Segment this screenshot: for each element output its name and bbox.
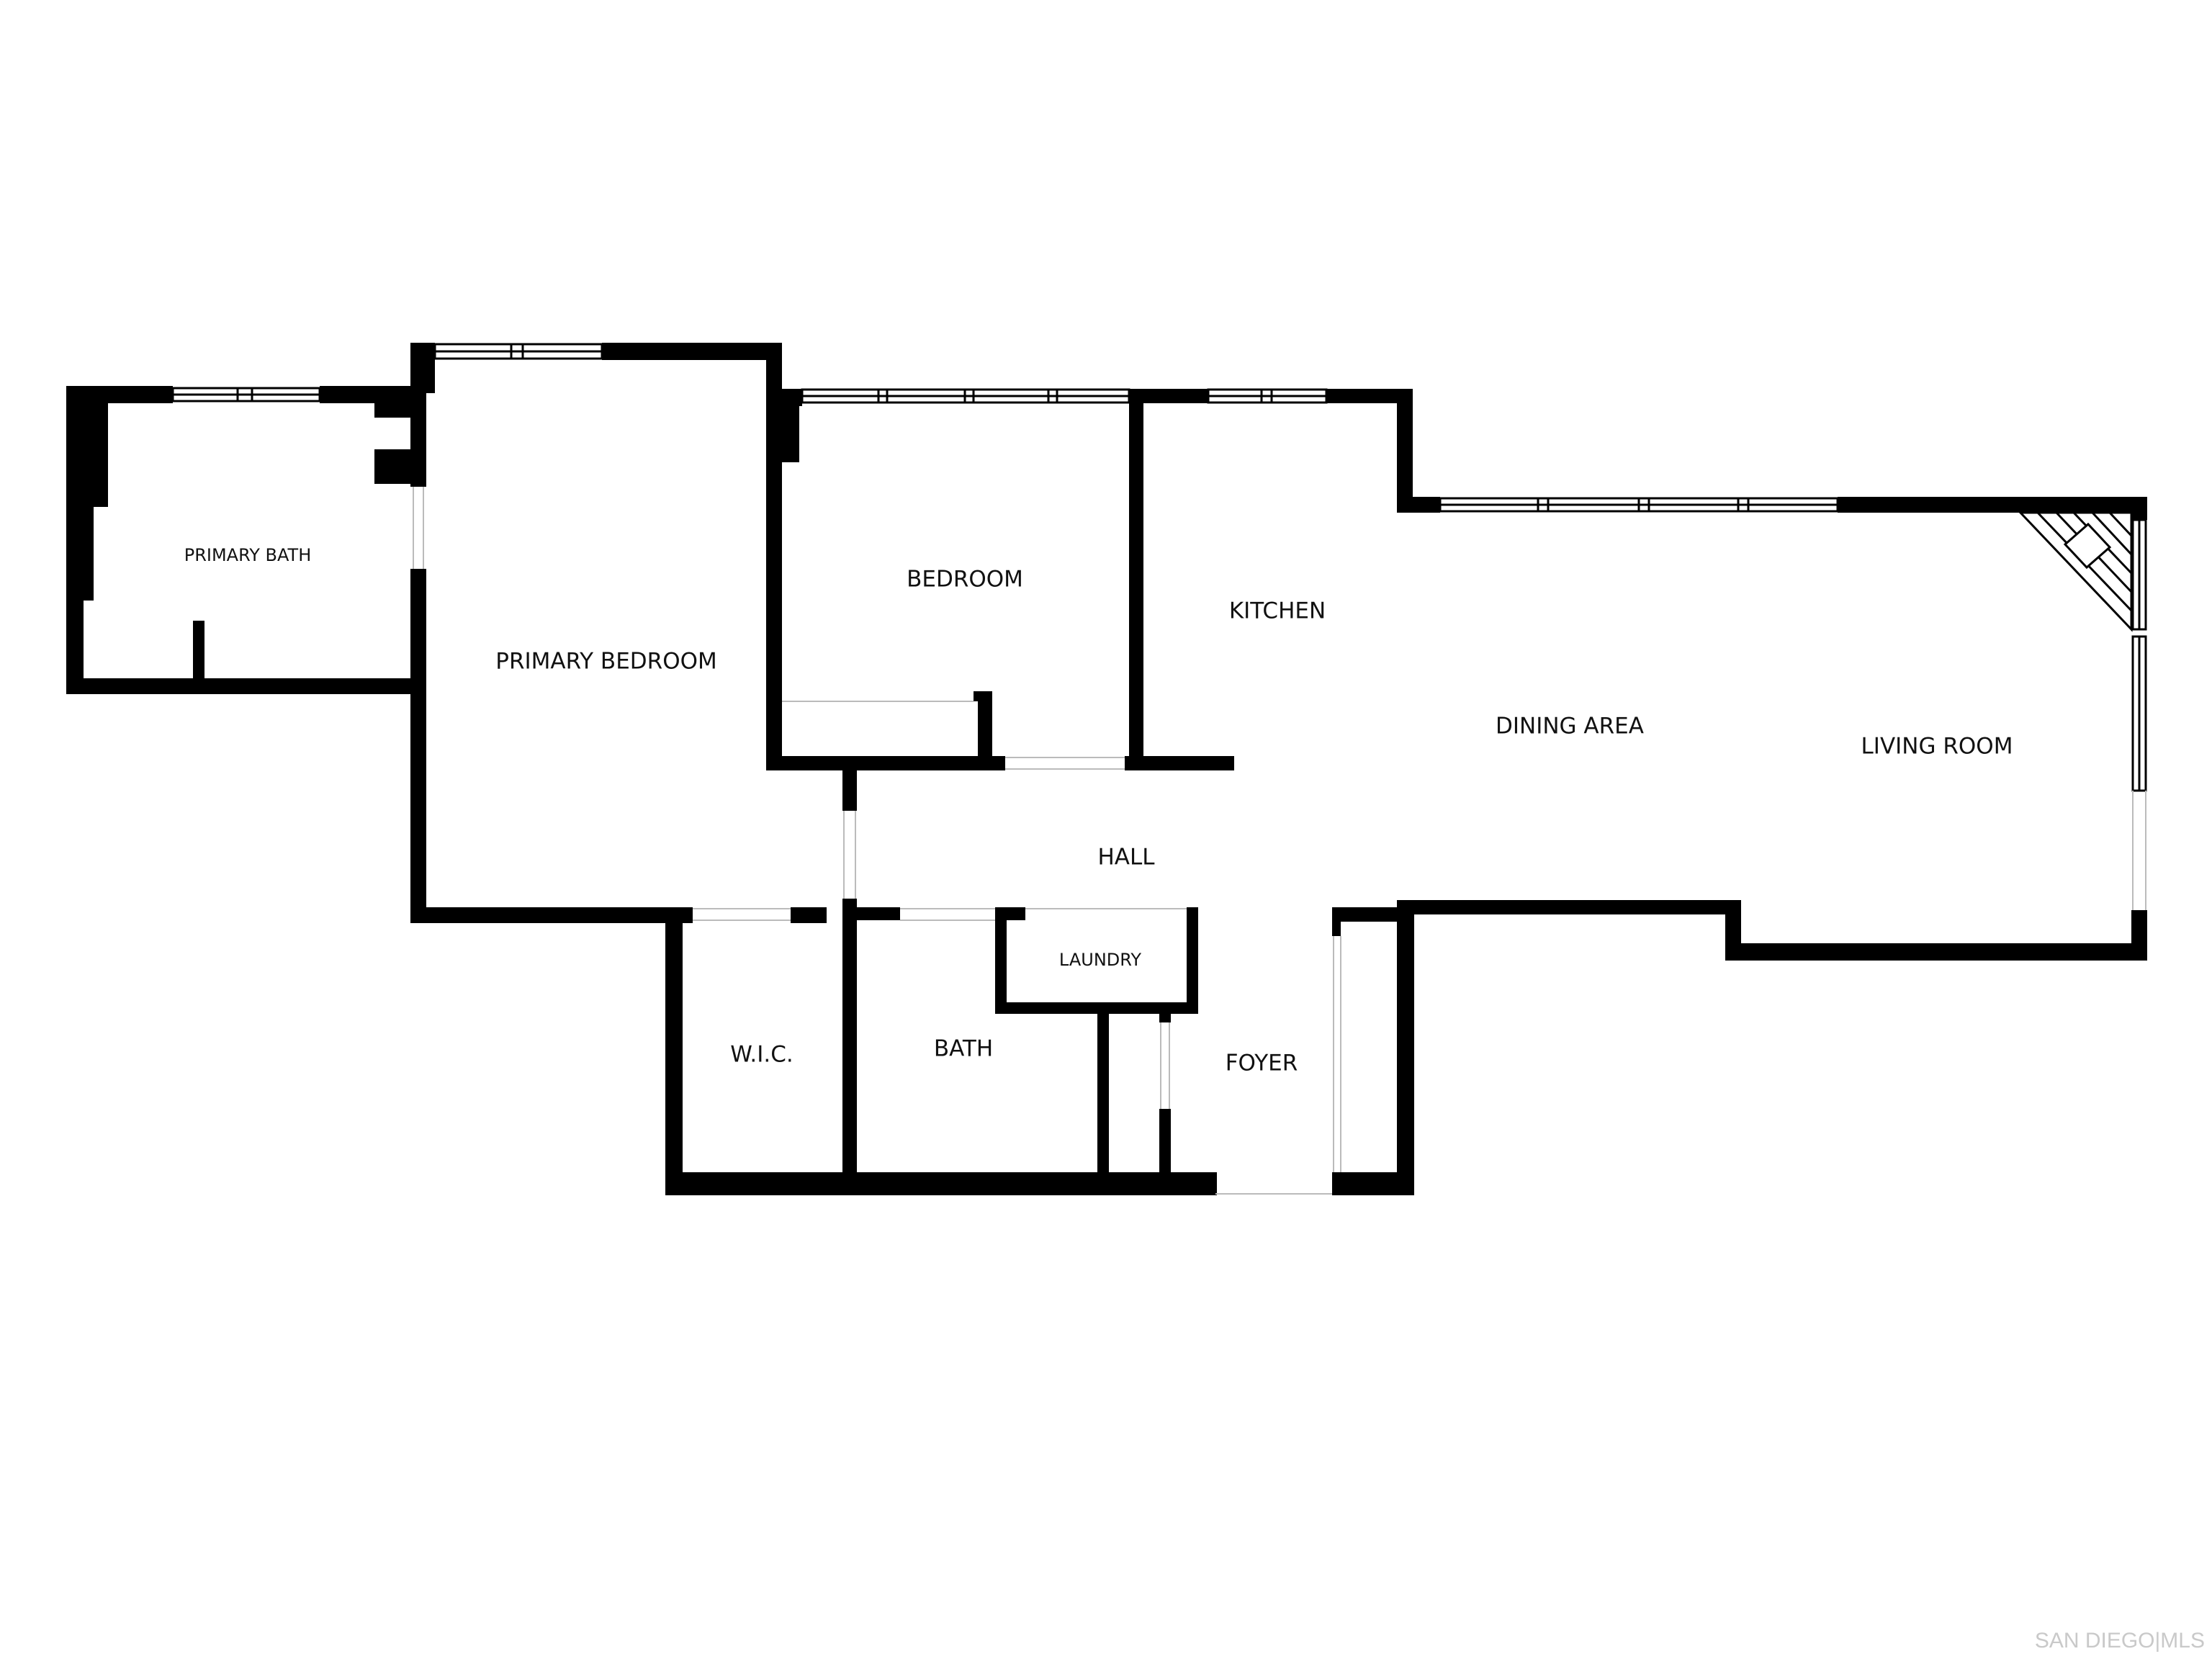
room-label-kitchen: KITCHEN (1229, 598, 1326, 624)
wall (1332, 907, 1414, 922)
fireplace (2018, 511, 2133, 632)
wall (410, 569, 426, 684)
room-label-dining-area: DINING AREA (1496, 714, 1644, 739)
wall (1129, 389, 1208, 403)
wall (1725, 943, 2147, 961)
wall (995, 907, 1025, 920)
fireplace-line (2091, 511, 2133, 556)
wall (1187, 907, 1198, 1014)
wall (974, 691, 992, 701)
fireplace-hearth (2018, 511, 2133, 632)
wall (842, 907, 900, 920)
wall (410, 343, 435, 393)
fireplace-firebox (2063, 522, 2112, 570)
room-labels: PRIMARY BATH PRIMARY BEDROOM BEDROOM KIT… (184, 545, 2013, 1076)
wall (1838, 497, 2146, 513)
wall (1125, 756, 1234, 770)
room-label-foyer: FOYER (1226, 1051, 1298, 1076)
wall (1326, 389, 1411, 403)
wall (66, 386, 84, 694)
wall (84, 400, 108, 507)
wall (665, 907, 683, 1195)
wall (1129, 389, 1143, 770)
wall (665, 1172, 1217, 1195)
wall (1332, 907, 1341, 936)
wall (995, 1002, 1198, 1014)
wall (842, 766, 857, 811)
wall (66, 678, 426, 694)
wall (791, 907, 827, 923)
openings (413, 487, 2146, 1195)
room-label-laundry: LAUNDRY (1059, 950, 1141, 970)
wall (1159, 1012, 1171, 1022)
wall (995, 907, 1007, 1014)
mls-watermark: SAN DIEGO|MLS (2034, 1629, 2205, 1653)
wall (783, 389, 802, 406)
wall (1397, 389, 1413, 510)
wall (1397, 497, 1440, 513)
wall (84, 507, 94, 601)
room-label-primary-bath: PRIMARY BATH (184, 545, 312, 565)
wall (1725, 900, 1741, 961)
wall (410, 400, 426, 487)
wall (1397, 900, 1414, 1195)
wall (2131, 497, 2147, 520)
walls (66, 343, 2147, 1195)
room-label-living-room: LIVING ROOM (1861, 734, 2013, 760)
fireplace-line (2108, 511, 2133, 537)
wall (320, 386, 377, 403)
wall (193, 621, 204, 685)
wall (602, 343, 782, 360)
wall (842, 899, 857, 1195)
room-label-bedroom: BEDROOM (907, 567, 1023, 593)
wall (410, 694, 426, 923)
wall (1097, 1008, 1109, 1195)
wall (766, 756, 1005, 770)
wall (978, 691, 992, 770)
room-label-bath: BATH (934, 1036, 993, 1062)
room-label-primary-bedroom: PRIMARY BEDROOM (495, 649, 717, 675)
room-label-wic: W.I.C. (730, 1042, 793, 1068)
wall (1332, 1172, 1414, 1195)
room-label-hall: HALL (1097, 845, 1155, 871)
windows (171, 343, 2147, 792)
wall (1397, 900, 1741, 914)
wall (410, 907, 693, 923)
